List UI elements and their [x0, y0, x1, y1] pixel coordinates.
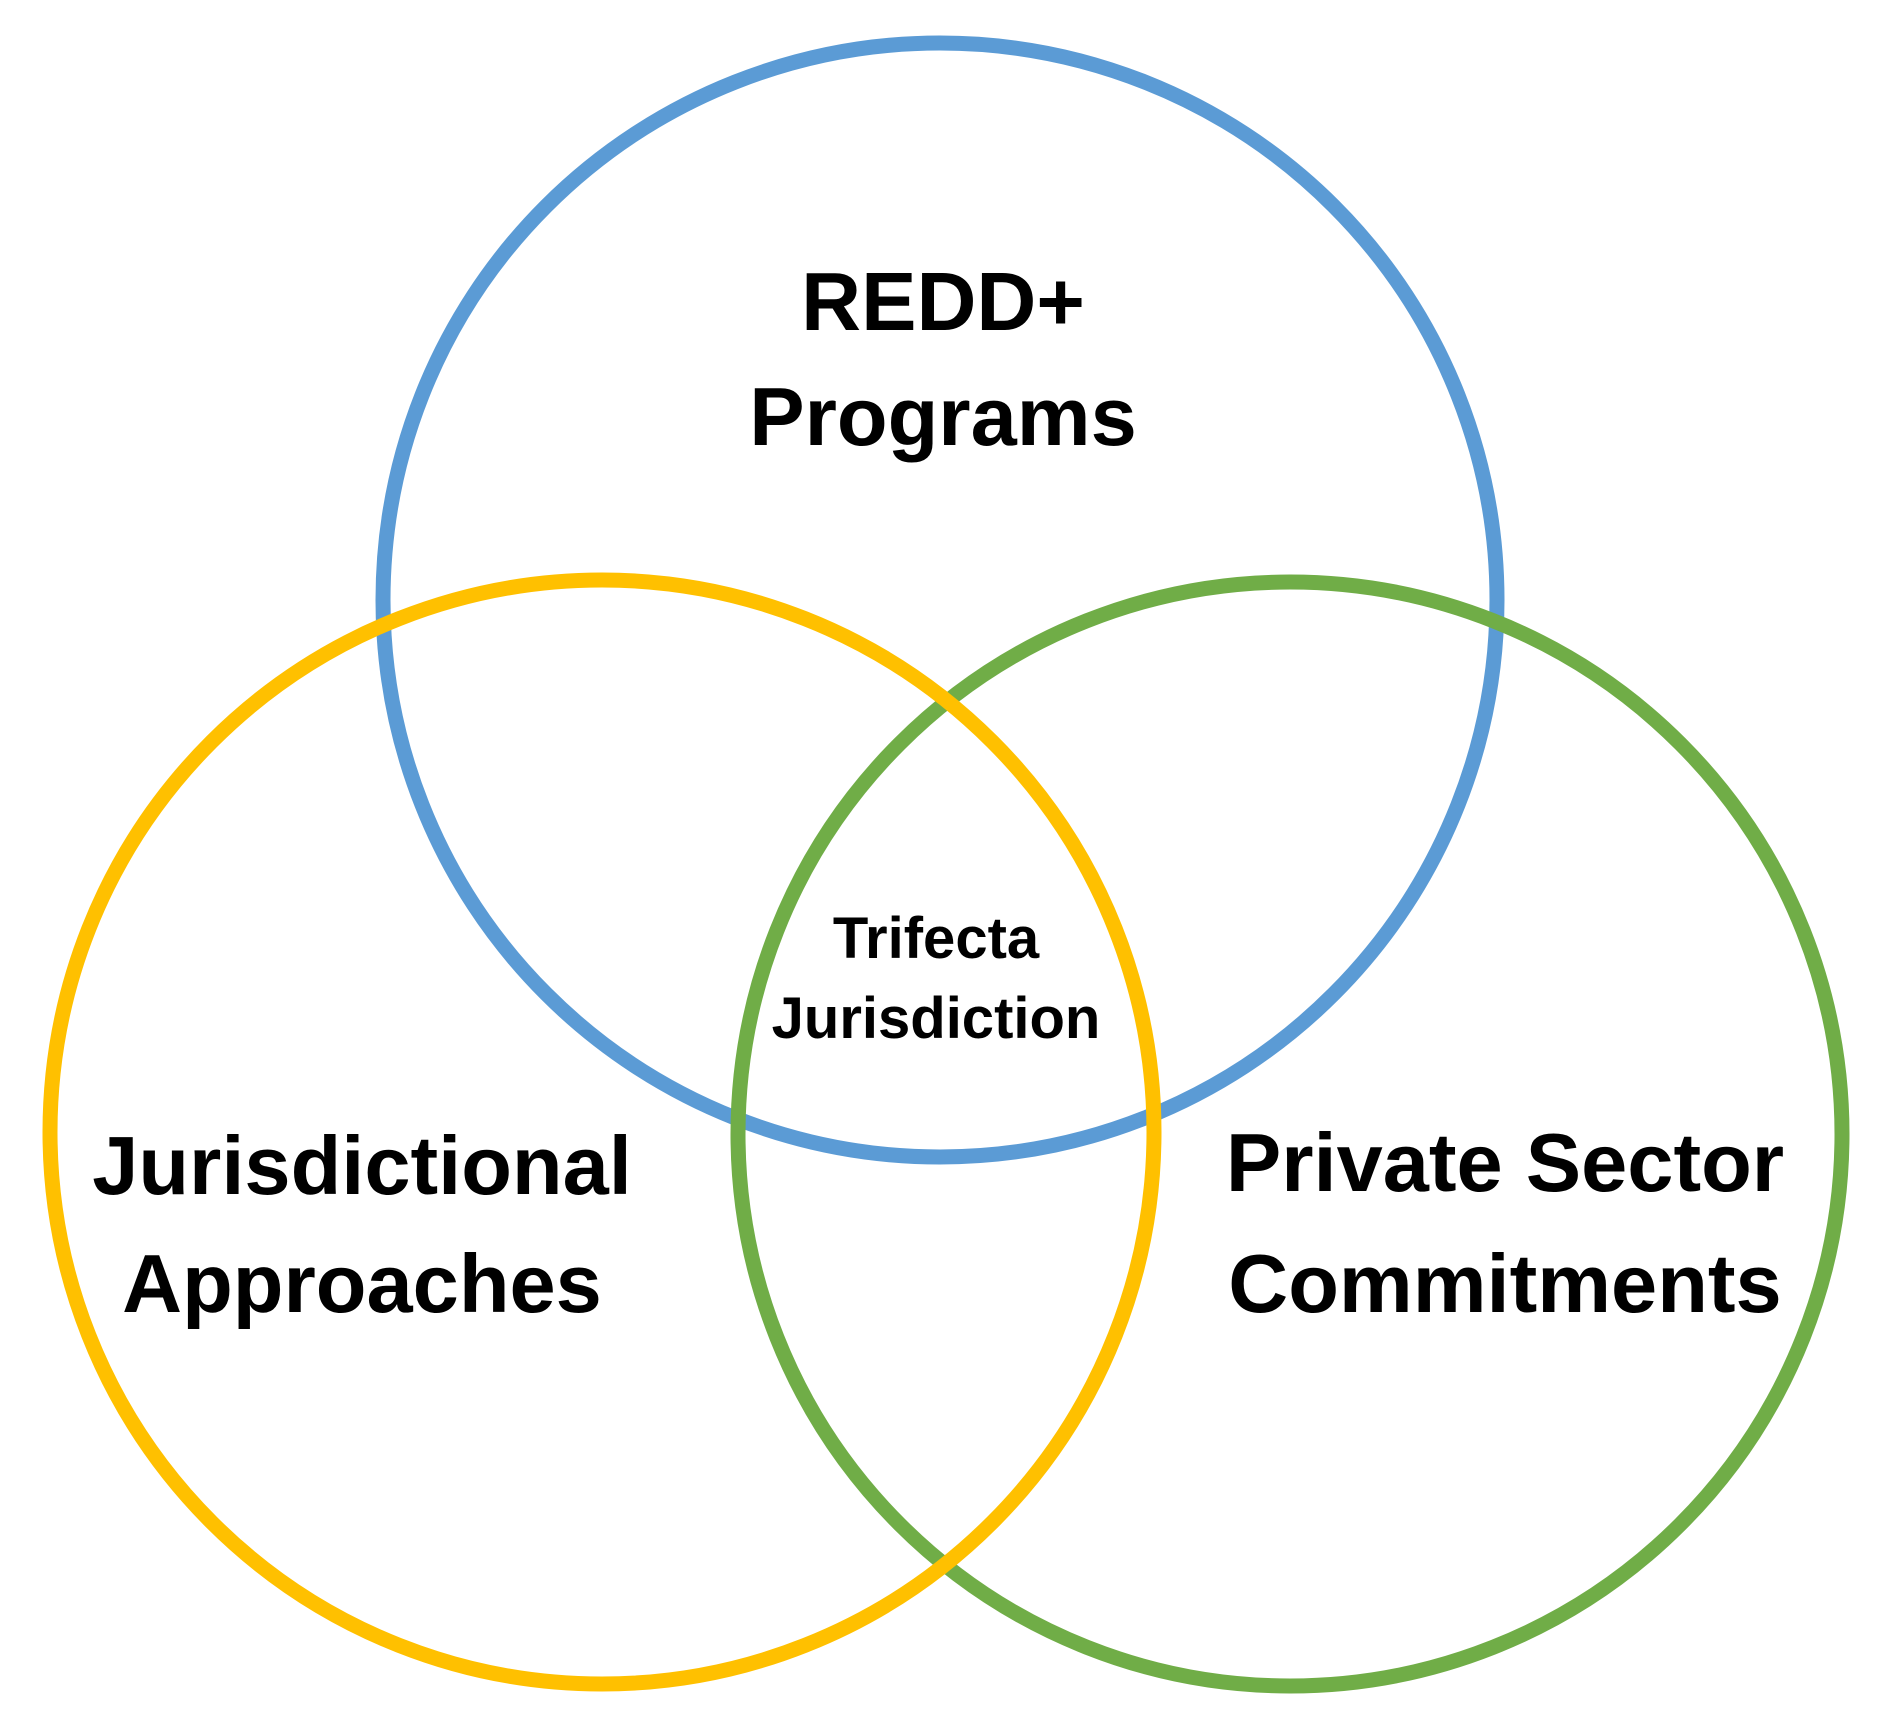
private-sector-label-line2: Commitments [1228, 1237, 1781, 1330]
intersection-label-line2: Jurisdiction [772, 986, 1101, 1051]
jurisdictional-label-line2: Approaches [122, 1237, 602, 1330]
jurisdictional-label-line1: Jurisdictional [92, 1119, 632, 1212]
redd-programs-circle [375, 35, 1505, 1165]
redd-label-line2: Programs [749, 370, 1136, 463]
redd-label-line1: REDD+ [801, 255, 1085, 348]
private-sector-circle [730, 574, 1850, 1694]
jurisdictional-circle [42, 572, 1162, 1692]
intersection-label-line1: Trifecta [833, 906, 1040, 971]
private-sector-label-line1: Private Sector [1226, 1116, 1784, 1209]
